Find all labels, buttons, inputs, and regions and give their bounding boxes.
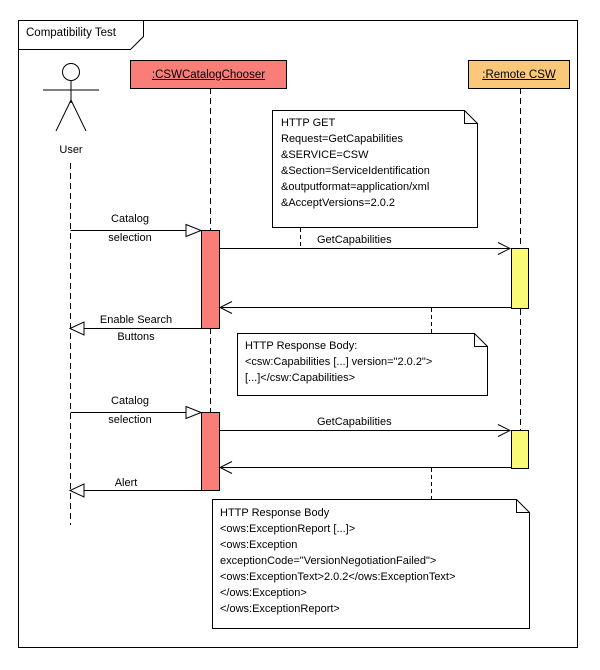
note-text-http-response-capabilities: HTTP Response Body: <csw:Capabilities [.… <box>245 338 432 386</box>
note-line: &outputformat=application/xml <box>281 181 430 193</box>
message-label-catalog-selection-2-line1: Catalog <box>111 395 149 407</box>
note-line: <ows:Exception <box>220 539 298 551</box>
message-label-alert: Alert <box>114 477 138 489</box>
note-line: [...]</csw:Capabilities> <box>245 372 356 384</box>
arrowhead-catalog-selection-1 <box>185 223 203 238</box>
lifeline-head-remotecsw: :Remote CSW <box>468 60 570 89</box>
actor-left-leg <box>55 99 72 132</box>
arrowhead-catalog-selection-2 <box>185 405 203 420</box>
message-label-catalog-selection-1-line1: Catalog <box>111 213 149 225</box>
activation-cswcatalogchooser-2 <box>201 412 220 491</box>
actor-user-label: User <box>59 144 83 156</box>
note-http-response-exception-fold <box>516 499 530 513</box>
note-line: HTTP Response Body <box>220 507 330 519</box>
note-http-response-capabilities <box>237 333 488 396</box>
note-http-response-exception <box>212 499 530 629</box>
note-http-get <box>272 110 478 228</box>
activation-remotecsw-2 <box>511 430 529 469</box>
note-line: HTTP Response Body: <box>245 340 358 352</box>
actor-head <box>62 63 80 81</box>
note-line: </ows:Exception> <box>220 587 307 599</box>
message-label-enable-search-line2: Buttons <box>117 331 155 343</box>
note-http-response-capabilities-fold <box>474 333 488 347</box>
frame-title-pentagon <box>18 20 144 50</box>
arrowhead-return-1 <box>218 301 233 314</box>
note-line: Request=GetCapabilities <box>281 133 403 145</box>
note-line: &AcceptVersions=2.0.2 <box>281 197 396 209</box>
activation-cswcatalogchooser-1 <box>201 230 220 329</box>
note-line: <ows:ExceptionText>2.0.2</ows:ExceptionT… <box>220 571 456 583</box>
note-http-get-fold <box>464 110 478 124</box>
note-line: &Section=ServiceIdentification <box>281 165 430 177</box>
note-line: <ows:ExceptionReport [...]> <box>220 523 356 535</box>
note-line: </ows:ExceptionReport> <box>220 603 340 615</box>
note-line: HTTP GET <box>281 117 336 129</box>
lifeline-label-cswcatalogchooser: :CSWCatalogChooser <box>151 68 266 81</box>
message-label-catalog-selection-1-line2: selection <box>108 232 152 244</box>
activation-remotecsw-1 <box>511 248 529 309</box>
arrowhead-getcapabilities-2 <box>497 424 512 437</box>
lifeline-head-cswcatalogchooser: :CSWCatalogChooser <box>130 60 287 89</box>
diagram-title: Compatibility Test <box>26 27 116 39</box>
message-label-getcapabilities-2: GetCapabilities <box>317 416 392 428</box>
arrowhead-alert <box>68 483 85 498</box>
note-text-http-get: HTTP GET Request=GetCapabilities &SERVIC… <box>281 115 430 211</box>
note-line: exceptionCode="VersionNegotiationFailed"… <box>220 555 437 567</box>
note-text-http-response-exception: HTTP Response Body <ows:ExceptionReport … <box>220 505 455 617</box>
arrowhead-return-2 <box>218 461 233 474</box>
note-line: &SERVICE=CSW <box>281 149 369 161</box>
diagram-frame <box>18 20 578 648</box>
message-label-catalog-selection-2-line2: selection <box>108 414 152 426</box>
actor-user-icon <box>43 63 99 132</box>
lifeline-label-remotecsw: :Remote CSW <box>482 68 556 81</box>
message-label-getcapabilities-1: GetCapabilities <box>317 234 392 246</box>
message-label-enable-search-line1: Enable Search <box>99 314 173 326</box>
arrowhead-getcapabilities-1 <box>497 242 512 255</box>
actor-right-leg <box>70 99 87 132</box>
note-line: <csw:Capabilities [...] version="2.0.2"> <box>245 356 433 368</box>
arrowhead-enable-search-buttons <box>68 321 85 336</box>
